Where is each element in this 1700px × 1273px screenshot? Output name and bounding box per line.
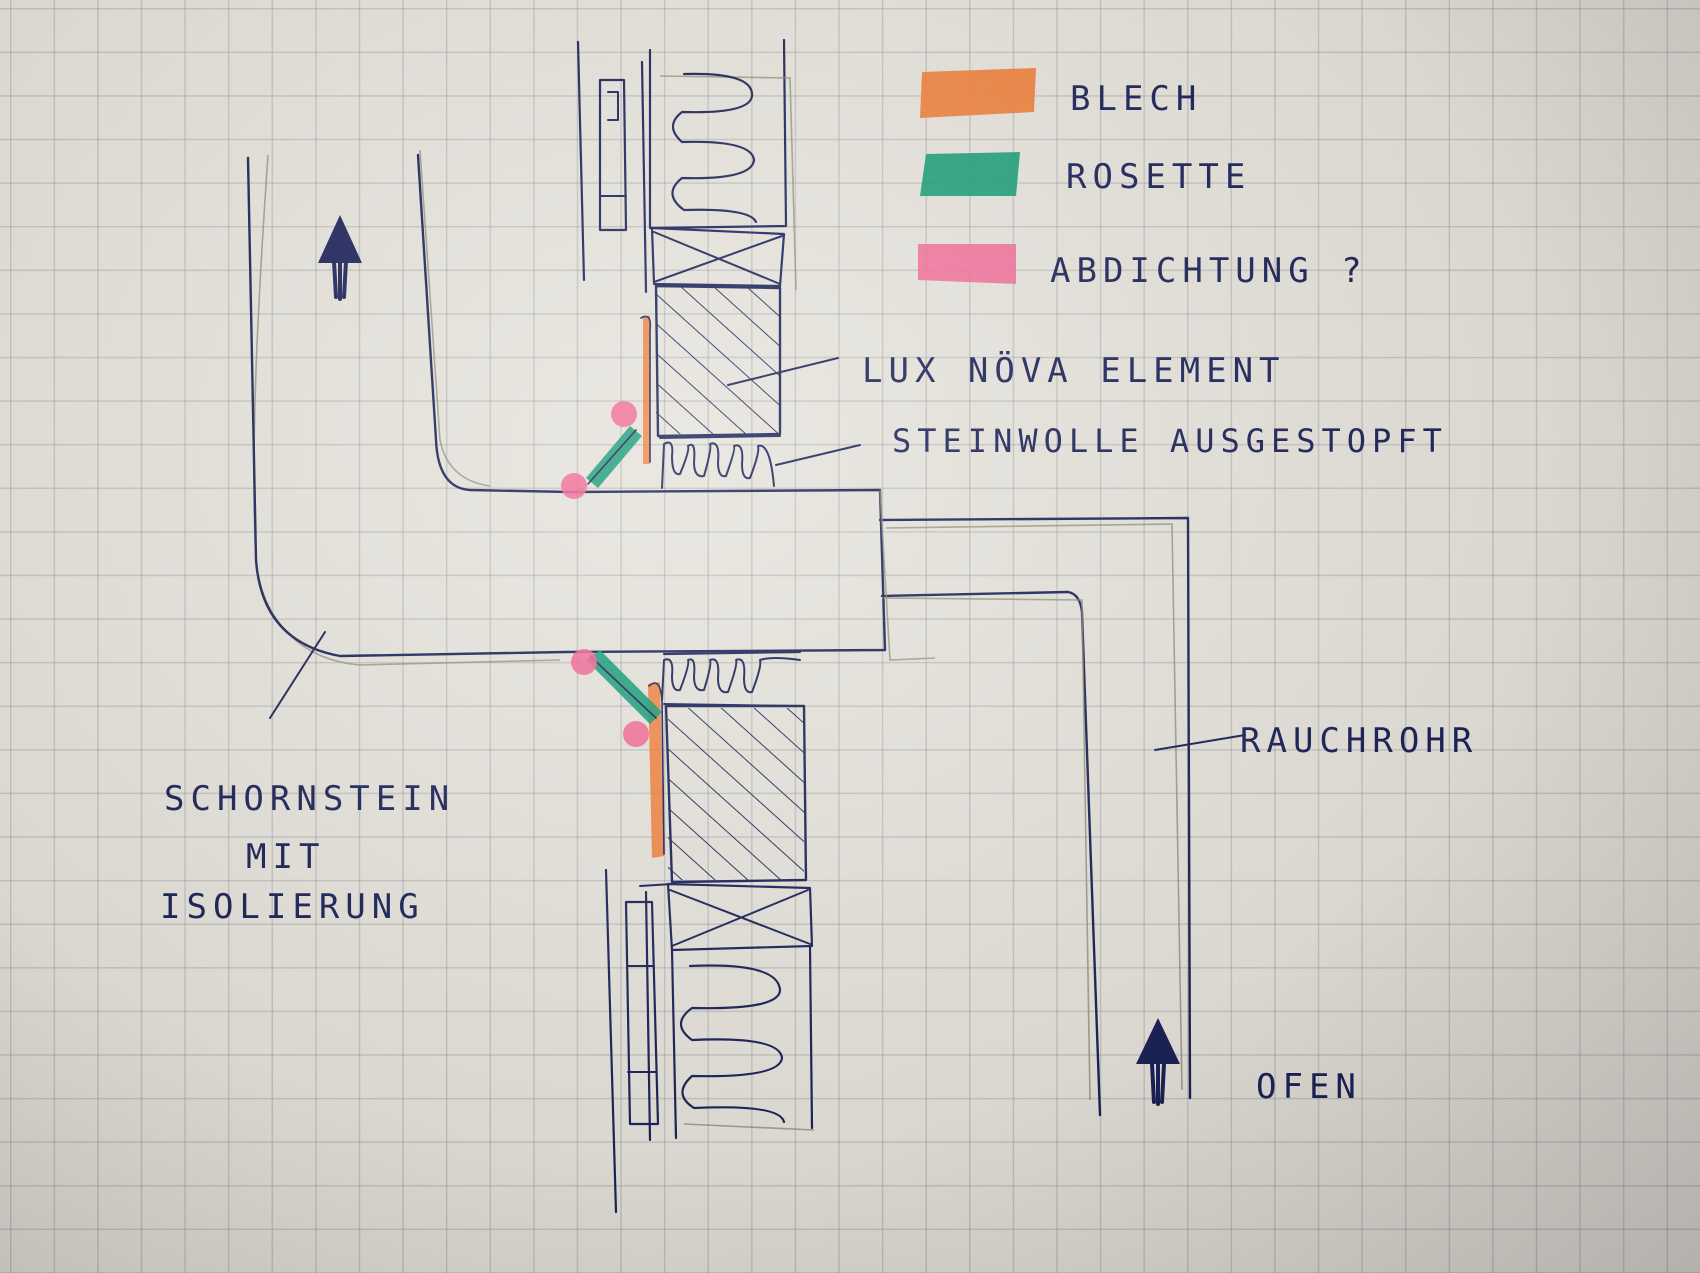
label-ofen: OFEN	[1256, 1067, 1362, 1107]
legend-swatch-abdichtung	[918, 244, 1016, 284]
arrow-up-icon	[1136, 1018, 1180, 1106]
legend-item-blech: BLECH	[920, 68, 1202, 119]
legend-item-abdichtung: ABDICHTUNG ?	[918, 244, 1368, 291]
seal-points	[561, 401, 649, 747]
arrow-up-icon	[318, 215, 362, 301]
legend-label-rosette: ROSETTE	[1066, 157, 1251, 197]
label-steinwolle: STEINWOLLE AUSGESTOPFT	[892, 422, 1448, 460]
legend-swatch-blech	[920, 68, 1036, 118]
label-schornstein: SCHORNSTEIN	[164, 779, 455, 819]
wall-lower	[604, 650, 815, 1214]
chimney	[246, 149, 887, 719]
legend: BLECH ROSETTE ABDICHTUNG ?	[918, 68, 1368, 291]
legend-label-blech: BLECH	[1070, 79, 1202, 119]
legend-label-abdichtung: ABDICHTUNG ?	[1050, 251, 1368, 291]
label-isolierung: ISOLIERUNG	[160, 887, 425, 927]
wall-upper	[576, 38, 861, 489]
stove-pipe	[878, 489, 1246, 1117]
label-mit: MIT	[246, 837, 325, 877]
sheet-metal	[640, 315, 665, 858]
legend-swatch-rosette	[920, 152, 1020, 196]
rosette	[586, 426, 662, 724]
label-lux-nova-element: LUX NÖVA ELEMENT	[862, 350, 1286, 391]
label-rauchrohr: RAUCHROHR	[1240, 721, 1478, 761]
legend-item-rosette: ROSETTE	[920, 152, 1251, 197]
